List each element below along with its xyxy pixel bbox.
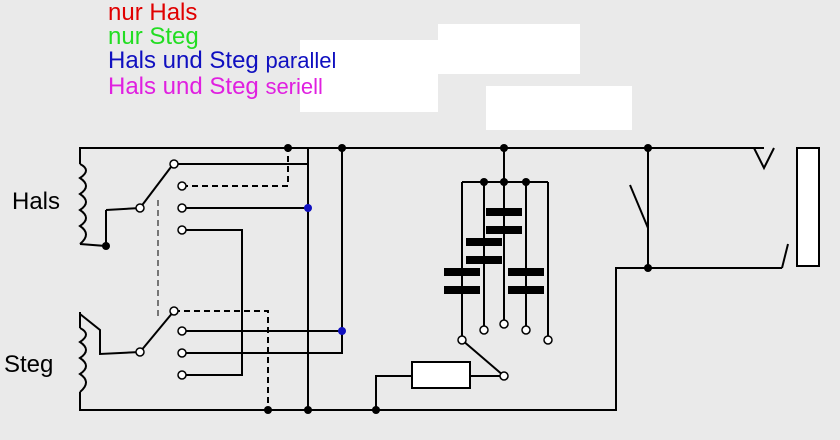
- bridge-pickup-label: Steg: [4, 351, 53, 378]
- legend-item-main: Hals und Steg: [108, 73, 259, 100]
- output-jack-icon: [796, 147, 820, 267]
- capacitors: [444, 208, 544, 294]
- legend-item-suffix: parallel: [265, 48, 336, 73]
- junction-dots: [102, 144, 652, 414]
- legend-item-main: nur Steg: [108, 23, 199, 50]
- neck-pickup-label: Hals: [12, 188, 60, 215]
- blank-box-1: [438, 24, 580, 74]
- switch-contacts: [135, 159, 553, 381]
- legend-item-neck-only: nur Hals: [108, 0, 197, 26]
- legend-item-main: Hals und Steg: [108, 47, 259, 74]
- legend-item-main: nur Hals: [108, 0, 197, 26]
- bridge-switch-wires: [174, 148, 343, 410]
- legend: nur Hals nur Steg Hals und Steg parallel…: [108, 0, 336, 100]
- blank-box-3: [486, 86, 632, 130]
- legend-item-bridge-only: nur Steg: [108, 23, 199, 50]
- legend-item-suffix: seriell: [265, 74, 322, 99]
- neck-switch-wires: [174, 148, 308, 376]
- legend-item-parallel: Hals und Steg parallel: [108, 47, 336, 74]
- legend-item-serial: Hals und Steg seriell: [108, 73, 323, 100]
- resistor-icon: [411, 361, 471, 389]
- black-wiring: [78, 147, 820, 411]
- blank-box-2: [300, 40, 438, 112]
- neck-coil-icon: [78, 163, 87, 245]
- bridge-coil-icon: [78, 327, 87, 393]
